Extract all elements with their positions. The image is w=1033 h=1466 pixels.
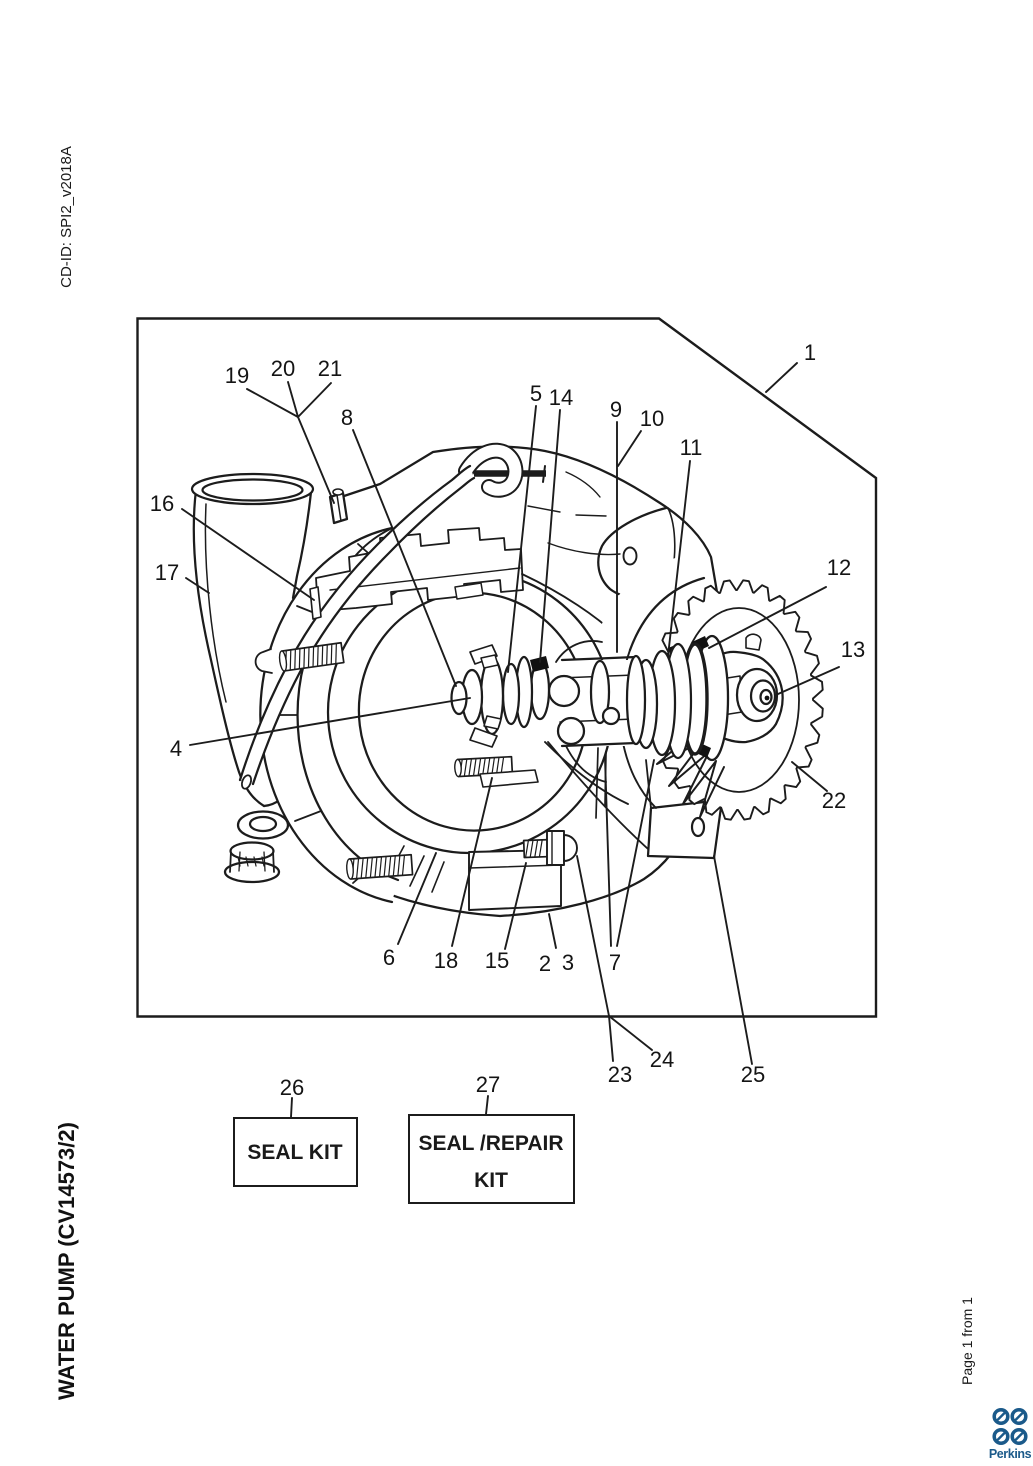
svg-text:15: 15 — [485, 948, 509, 973]
svg-text:9: 9 — [610, 397, 622, 422]
svg-text:Perkins: Perkins — [989, 1447, 1032, 1461]
svg-text:19: 19 — [225, 363, 249, 388]
svg-text:6: 6 — [383, 945, 395, 970]
svg-text:WATER PUMP (CV14573/2): WATER PUMP (CV14573/2) — [54, 1122, 79, 1400]
svg-text:7: 7 — [609, 950, 621, 975]
svg-text:8: 8 — [341, 405, 353, 430]
svg-text:22: 22 — [822, 788, 846, 813]
svg-text:SEAL KIT: SEAL KIT — [247, 1141, 342, 1164]
svg-text:12: 12 — [827, 555, 851, 580]
svg-text:Page 1 from 1: Page 1 from 1 — [959, 1297, 975, 1385]
svg-text:1: 1 — [804, 340, 816, 365]
svg-text:24: 24 — [650, 1047, 674, 1072]
svg-text:17: 17 — [155, 560, 179, 585]
svg-text:10: 10 — [640, 406, 664, 431]
svg-text:21: 21 — [318, 356, 342, 381]
svg-text:SEAL /REPAIR: SEAL /REPAIR — [418, 1132, 563, 1155]
svg-text:11: 11 — [680, 435, 703, 460]
svg-text:13: 13 — [841, 637, 865, 662]
svg-text:CD-ID: SPI2_v2018A: CD-ID: SPI2_v2018A — [58, 146, 75, 288]
svg-text:2: 2 — [539, 951, 551, 976]
svg-text:18: 18 — [434, 948, 458, 973]
svg-text:16: 16 — [150, 491, 174, 516]
svg-text:5: 5 — [530, 381, 542, 406]
svg-text:4: 4 — [170, 736, 182, 761]
svg-text:14: 14 — [549, 385, 573, 410]
svg-text:KIT: KIT — [474, 1169, 508, 1192]
svg-text:23: 23 — [608, 1062, 632, 1087]
svg-text:27: 27 — [476, 1072, 500, 1097]
svg-text:26: 26 — [280, 1075, 304, 1100]
svg-text:3: 3 — [562, 950, 574, 975]
svg-text:25: 25 — [741, 1062, 765, 1087]
svg-text:20: 20 — [271, 356, 295, 381]
